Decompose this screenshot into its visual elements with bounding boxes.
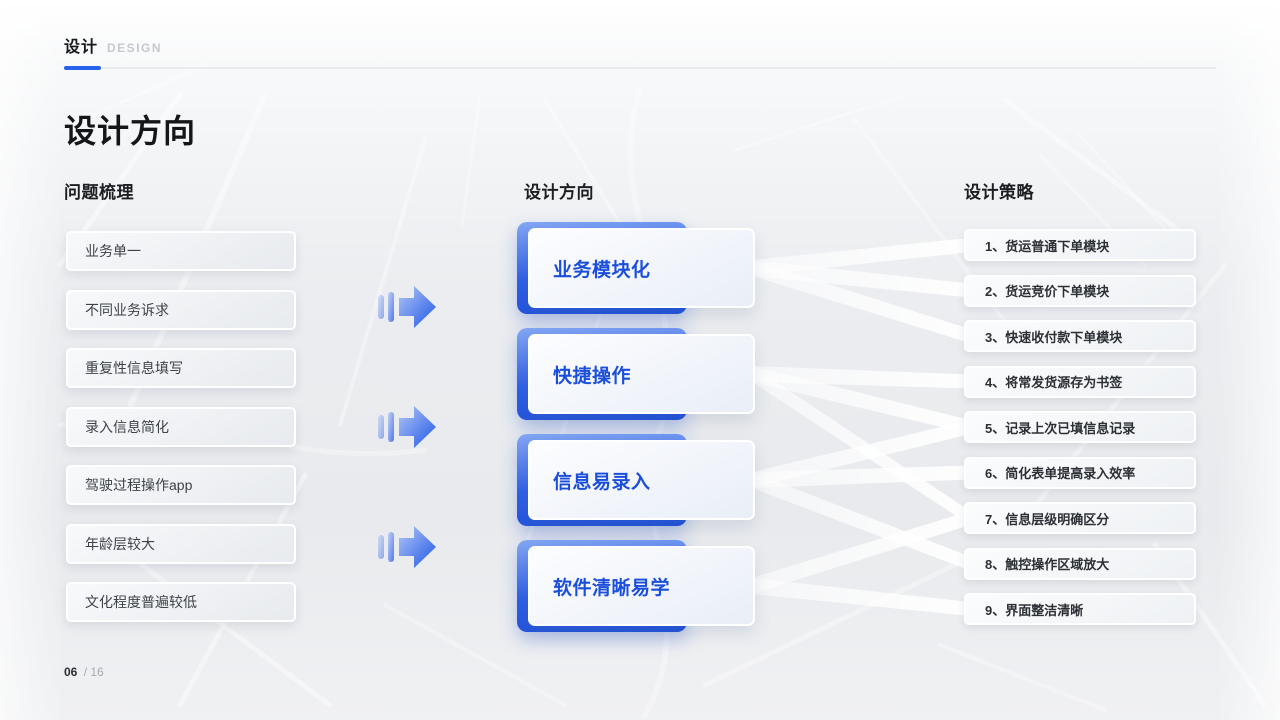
strategy-box: 4、将常发货源存为书签 — [964, 365, 1196, 398]
direction-label: 快捷操作 — [553, 365, 632, 387]
direction-card-body: 软件清晰易学 — [528, 546, 755, 626]
strategy-label: 5、记录上次已填信息记录 — [985, 420, 1136, 436]
problem-label: 重复性信息填写 — [85, 360, 183, 376]
strategy-label: 6、简化表单提高录入效率 — [985, 466, 1136, 481]
problem-box: 驾驶过程操作app — [66, 465, 296, 505]
problem-box: 重复性信息填写 — [66, 348, 296, 388]
strategy-box: 7、信息层级明确区分 — [964, 502, 1196, 534]
section-label-zh: 设计 — [64, 39, 99, 56]
direction-card: 信息易录入 — [517, 434, 755, 526]
strategy-box: 1、货运普通下单模块 — [964, 229, 1196, 261]
direction-label: 软件清晰易学 — [553, 577, 671, 599]
directions-column-header: 设计方向 — [524, 183, 594, 202]
problems-column-header: 问题梳理 — [64, 183, 134, 202]
section-label-en: DESIGN — [107, 41, 163, 55]
flow-arrow-icon — [378, 525, 438, 574]
page-number-current: 06 — [64, 665, 78, 679]
direction-card-body: 快捷操作 — [528, 334, 755, 414]
strategy-label: 3、快速收付款下单模块 — [985, 329, 1123, 345]
problem-label: 不同业务诉求 — [85, 301, 169, 318]
directions-list: 业务模块化 快捷操作 信息易录入 软件清晰易学 — [517, 222, 755, 632]
direction-card: 业务模块化 — [517, 222, 755, 314]
problem-box: 文化程度普遍较低 — [66, 582, 296, 622]
strategy-box: 8、触控操作区域放大 — [964, 547, 1196, 580]
strategy-box: 9、界面整洁清晰 — [964, 593, 1196, 625]
direction-card: 软件清晰易学 — [517, 540, 755, 632]
problem-label: 业务单一 — [85, 243, 141, 259]
strategy-label: 7、信息层级明确区分 — [985, 511, 1110, 527]
page-number-total: / 16 — [83, 665, 104, 679]
header-divider-accent — [64, 66, 101, 70]
problem-label: 年龄层较大 — [85, 535, 155, 552]
strategy-label: 1、货运普通下单模块 — [985, 238, 1110, 254]
problem-box: 年龄层较大 — [66, 523, 296, 564]
strategy-box: 2、货运竞价下单模块 — [964, 274, 1196, 307]
problem-label: 文化程度普遍较低 — [85, 594, 197, 610]
direction-label: 信息易录入 — [553, 471, 651, 493]
strategy-label: 2、货运竞价下单模块 — [985, 284, 1110, 299]
page-title: 设计方向 — [64, 113, 197, 149]
strategy-label: 8、触控操作区域放大 — [985, 557, 1110, 572]
direction-card-body: 业务模块化 — [528, 228, 755, 308]
section-eyebrow: 设计 DESIGN — [64, 33, 162, 57]
strategies-column-header: 设计策略 — [964, 183, 1034, 202]
flow-arrow-icon — [378, 285, 438, 334]
page-number: 06 / 16 — [64, 665, 104, 679]
strategy-box: 5、记录上次已填信息记录 — [964, 411, 1196, 443]
direction-card: 快捷操作 — [517, 328, 755, 420]
direction-label: 业务模块化 — [553, 259, 651, 281]
flow-arrow-icon — [378, 405, 438, 454]
connector-beam — [752, 578, 970, 616]
problem-box: 不同业务诉求 — [66, 289, 296, 330]
connector-beam — [752, 366, 970, 525]
strategies-list: 1、货运普通下单模块 2、货运竞价下单模块 3、快速收付款下单模块 4、将常发货… — [964, 229, 1196, 625]
problems-list: 业务单一 不同业务诉求 重复性信息填写 录入信息简化 驾驶过程操作app 年龄层… — [66, 231, 296, 622]
strategy-box: 3、快速收付款下单模块 — [964, 320, 1196, 352]
header-divider — [64, 67, 1216, 69]
problem-label: 驾驶过程操作app — [85, 477, 193, 493]
strategy-box: 6、简化表单提高录入效率 — [964, 456, 1196, 489]
problem-box: 录入信息简化 — [66, 406, 296, 447]
direction-card-body: 信息易录入 — [528, 440, 755, 520]
strategy-label: 9、界面整洁清晰 — [985, 602, 1084, 618]
problem-box: 业务单一 — [66, 231, 296, 271]
problem-label: 录入信息简化 — [85, 418, 169, 435]
strategy-label: 4、将常发货源存为书签 — [985, 375, 1123, 390]
